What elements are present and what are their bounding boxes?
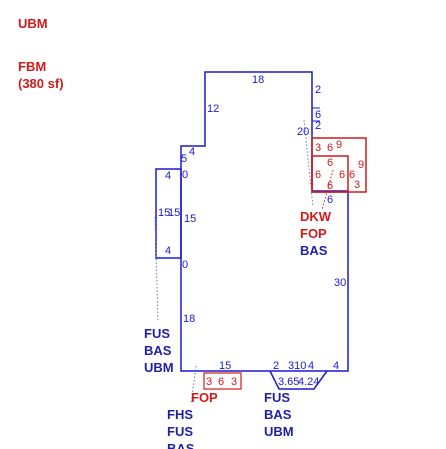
dkw-inner-6-right: 6 [349, 169, 355, 181]
dkw-top-6: 6 [327, 142, 333, 154]
bump-left: 3.65 [278, 376, 299, 388]
dim-left-0b: 0 [182, 259, 188, 271]
dim-right-6: 6 [315, 109, 321, 121]
dkw-label: DKW [300, 209, 332, 224]
dim-bottom-15: 15 [219, 360, 231, 372]
bottom-bump [269, 370, 328, 390]
fbm-area: (380 sf) [18, 76, 64, 91]
dim-left-0a: 0 [182, 169, 188, 181]
fop-mid-6: 6 [218, 376, 224, 388]
left-bas-label: BAS [144, 343, 172, 358]
bay-bottom-4: 4 [165, 245, 171, 257]
dim-bottom-4b: 4 [333, 360, 339, 372]
ubm-header: UBM [18, 16, 48, 31]
bay-top-4: 4 [165, 170, 171, 182]
bay-height-15: 15 [168, 207, 180, 219]
left-ubm-label: UBM [144, 360, 174, 375]
dim-bottom-310: 310 [288, 360, 306, 372]
leader-fhs [190, 365, 197, 405]
dkw-inner-6-left: 6 [315, 169, 321, 181]
bottom-fus-label: FUS [264, 390, 290, 405]
fhs-fus-label: FUS [167, 424, 193, 439]
dkw-inner-6-mid: 6 [339, 169, 345, 181]
dim-step-a: 5 [181, 153, 187, 165]
fhs-bas-label: BAS [167, 441, 195, 449]
dkw-inner-box [311, 155, 349, 193]
fbm-header: FBM [18, 59, 46, 74]
main-outline [180, 71, 349, 372]
dkw-fop-label: FOP [300, 226, 327, 241]
dkw-bas-label: BAS [300, 243, 328, 258]
dim-right-2: 2 [315, 84, 321, 96]
bottom-bas-label: BAS [264, 407, 292, 422]
fop-box [203, 372, 242, 390]
dim-step-b: 4 [189, 146, 195, 158]
dkw-top-3: 3 [315, 142, 321, 154]
fop-right-3: 3 [231, 376, 237, 388]
dim-right-20: 20 [297, 126, 309, 138]
dim-left-15: 15 [184, 213, 196, 225]
dim-right-6b: 6 [327, 194, 333, 206]
bay-box [155, 168, 182, 259]
dim-upper-left: 12 [207, 103, 219, 115]
fop-label: FOP [191, 390, 218, 405]
fop-left-3: 3 [206, 376, 212, 388]
leader-dkw [303, 119, 314, 208]
bump-right: 4.24 [298, 376, 319, 388]
dim-left-18: 18 [183, 313, 195, 325]
leader-left [154, 216, 159, 323]
dkw-inner-6-bottom: 6 [327, 180, 333, 192]
dkw-bottom-3: 3 [354, 179, 360, 191]
bottom-ubm-label: UBM [264, 424, 294, 439]
dim-right-30: 30 [334, 277, 346, 289]
dkw-side-9: 9 [358, 159, 364, 171]
left-fus-label: FUS [144, 326, 170, 341]
dim-right-2b: 2 [315, 120, 321, 132]
dim-bottom-4: 4 [308, 360, 314, 372]
dkw-inner-6-top: 6 [327, 157, 333, 169]
dim-bottom-2: 2 [273, 360, 279, 372]
fhs-label: FHS [167, 407, 193, 422]
bay-width-15: 15 [158, 207, 170, 219]
dkw-top-9: 9 [336, 139, 342, 151]
dim-top: 18 [252, 74, 264, 86]
